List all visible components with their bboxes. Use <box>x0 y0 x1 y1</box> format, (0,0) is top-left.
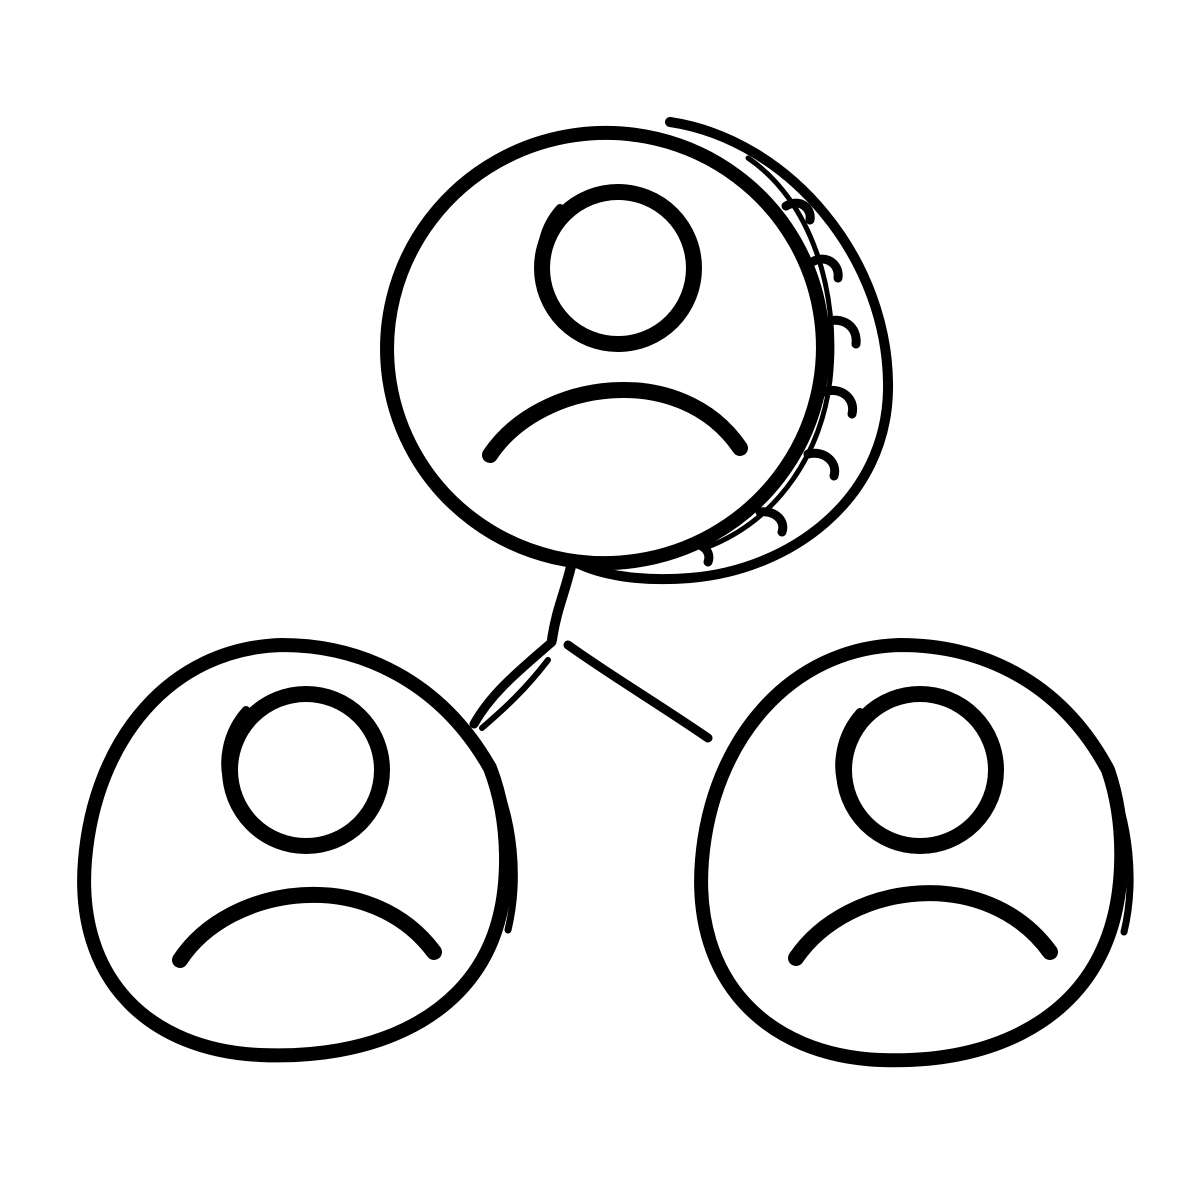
member-left-circle <box>77 638 513 1063</box>
coin-ridges <box>685 155 861 567</box>
user-head-icon <box>836 686 1004 854</box>
member-node-left <box>77 638 518 1063</box>
user-head-icon <box>222 686 390 854</box>
user-head-icon <box>534 184 702 352</box>
coin-edge <box>570 117 894 585</box>
member-node-right <box>694 638 1134 1068</box>
user-shoulders-icon <box>482 382 748 463</box>
leader-node <box>380 117 894 585</box>
leader-circle <box>380 125 830 571</box>
user-shoulders-icon <box>788 885 1058 966</box>
user-shoulders-icon <box>172 886 442 968</box>
member-right-circle <box>694 638 1129 1068</box>
connector-lines <box>469 557 713 743</box>
